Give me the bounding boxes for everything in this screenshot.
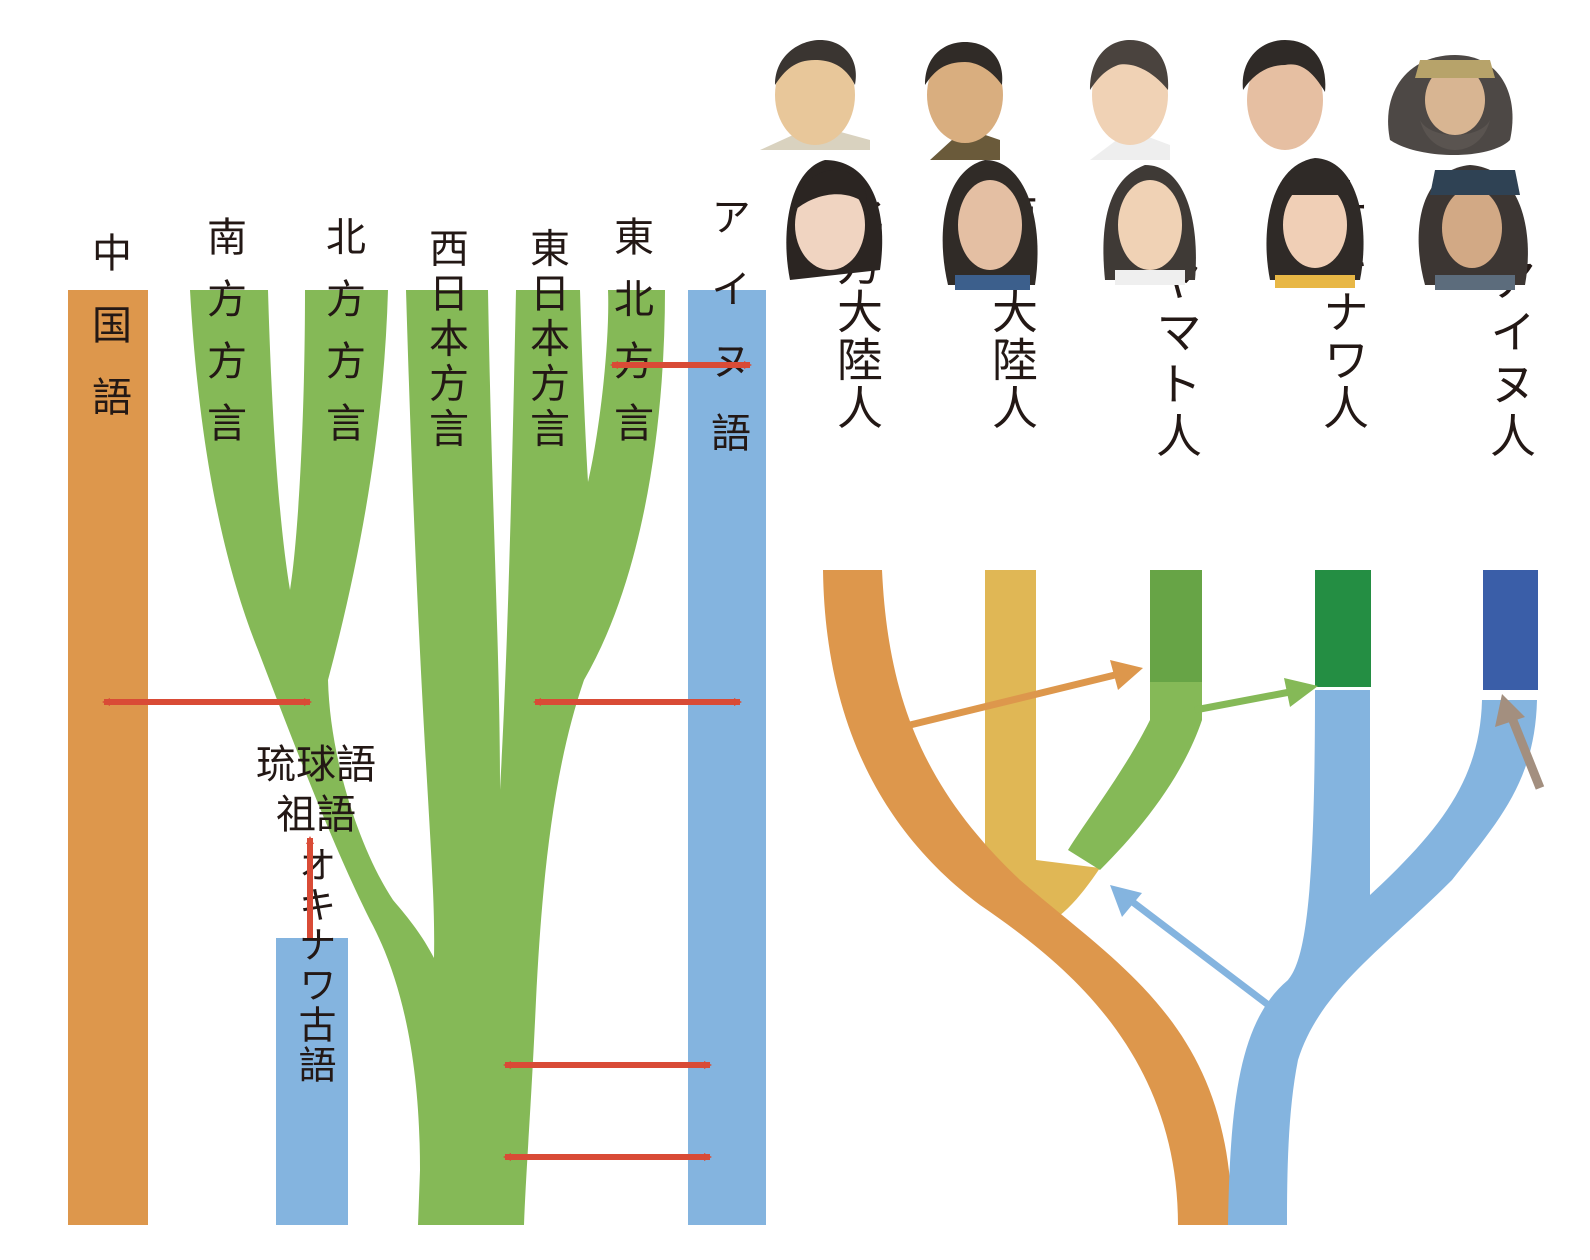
label-proto-ryukyuan-line2: 祖語 bbox=[276, 792, 356, 838]
label-ainu-people: アイヌ人 bbox=[1483, 256, 1537, 464]
ainu-block bbox=[1483, 570, 1538, 690]
okinawan-block bbox=[1315, 570, 1371, 687]
yamato-branch bbox=[1068, 680, 1202, 870]
japonic-language-tree bbox=[190, 290, 665, 1225]
label-eastern-japan-dialect: 東日本方言 bbox=[523, 228, 569, 453]
gene-flow-orange bbox=[909, 671, 1116, 729]
chinese-column bbox=[68, 290, 148, 1225]
language-tree: 中国語 南方方言 北方方言 西日本方言 東日本方言 東北方言 アイヌ語 琉球語 … bbox=[68, 196, 766, 1225]
label-tohoku-dialect: 東北方言 bbox=[607, 216, 653, 464]
southern-continental-branch bbox=[985, 570, 1100, 925]
label-southern-dialect: 南方方言 bbox=[200, 216, 246, 464]
female-portrait bbox=[786, 160, 883, 280]
gene-flow-blue bbox=[1127, 897, 1278, 1013]
gene-flow-brown bbox=[1507, 716, 1545, 790]
label-chinese: 中国語 bbox=[85, 232, 131, 448]
label-old-okinawan: オキナワ古語 bbox=[292, 845, 336, 1085]
japonic-trunk bbox=[190, 290, 665, 1225]
label-western-japan-dialect: 西日本方言 bbox=[422, 228, 468, 453]
northern-continental-branch bbox=[823, 570, 1232, 1225]
yamato-block bbox=[1150, 570, 1202, 682]
gene-flow-green bbox=[1194, 688, 1291, 714]
ainu-language-column bbox=[688, 290, 766, 1225]
old-okinawan-column bbox=[276, 938, 348, 1225]
language-contact-arrows bbox=[102, 361, 752, 1161]
male-portrait bbox=[760, 40, 870, 150]
label-ainu-language: アイヌ語 bbox=[704, 196, 750, 484]
label-northern-dialect: 北方方言 bbox=[319, 216, 365, 464]
portraits bbox=[760, 40, 1528, 290]
gene-flow-arrows bbox=[909, 660, 1545, 1013]
population-tree: 北方大陸人 南方大陸人 ヤマト人 オキナワ人 アイヌ人 bbox=[760, 40, 1545, 1225]
ainu-okinawan-branch bbox=[1228, 690, 1537, 1225]
label-proto-ryukyuan-line1: 琉球語 bbox=[256, 742, 376, 788]
label-yamato: ヤマト人 bbox=[1149, 256, 1203, 464]
